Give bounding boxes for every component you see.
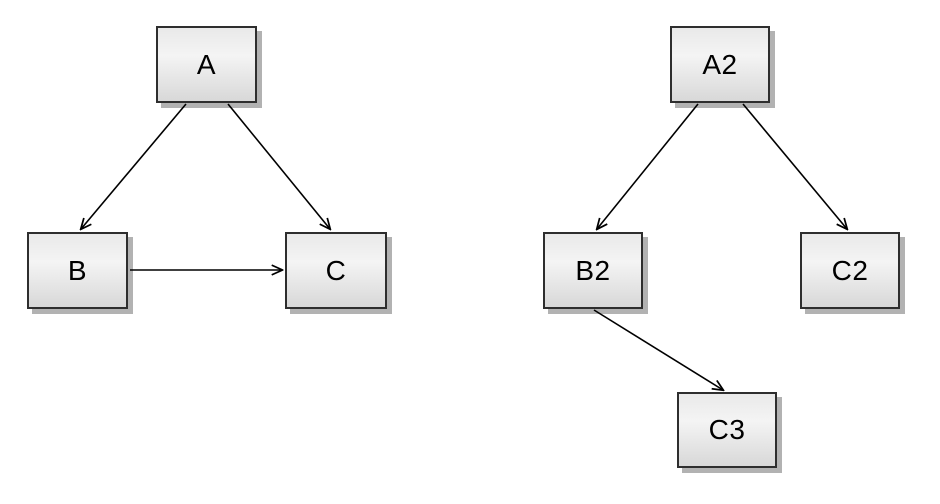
node-label-A2: A2 bbox=[702, 48, 738, 80]
edge-A2-B2 bbox=[597, 103, 699, 229]
node-C3: C3 bbox=[677, 392, 777, 468]
node-C: C bbox=[285, 232, 387, 309]
node-A: A bbox=[156, 26, 257, 103]
node-label-B: B bbox=[67, 254, 88, 286]
node-B2: B2 bbox=[543, 232, 643, 309]
edge-A-B bbox=[81, 103, 187, 229]
node-label-A: A bbox=[196, 48, 217, 80]
edge-B2-C3 bbox=[593, 309, 723, 390]
node-A2: A2 bbox=[670, 26, 770, 103]
node-label-C: C bbox=[325, 254, 347, 286]
edge-A-C bbox=[227, 103, 330, 229]
node-label-C3: C3 bbox=[708, 414, 746, 445]
node-C2: C2 bbox=[800, 232, 900, 309]
edge-A2-C2 bbox=[742, 103, 847, 229]
node-label-C2: C2 bbox=[831, 254, 869, 286]
node-B: B bbox=[27, 232, 128, 309]
node-label-B2: B2 bbox=[575, 254, 611, 286]
